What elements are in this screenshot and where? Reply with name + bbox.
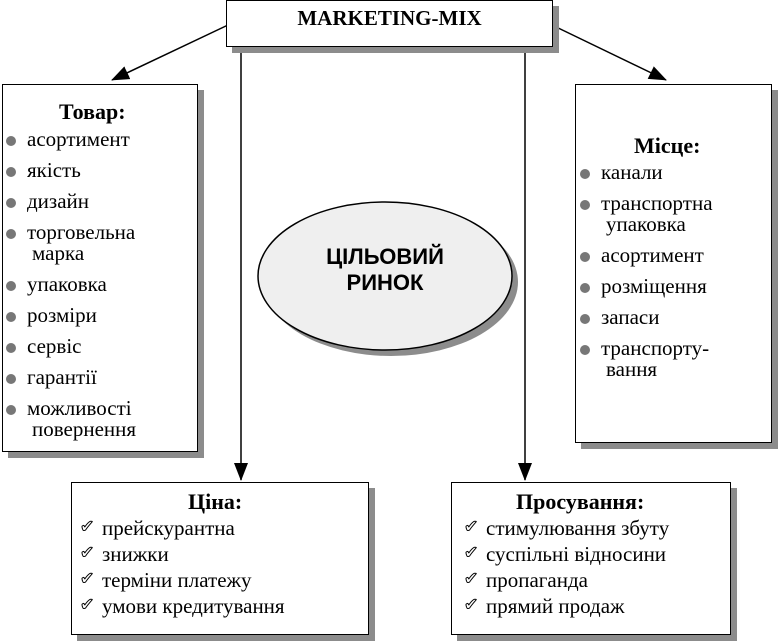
product-item: гарантії (6, 365, 136, 389)
price-item: ✔ умови кредитування (79, 593, 285, 619)
product-item-label: дизайн (27, 189, 90, 213)
price-item-label: умови кредитування (102, 594, 285, 618)
product-item-continuation: марка (32, 241, 85, 265)
place-title: Місце: (634, 133, 701, 158)
check-bullet-icon: ✔ (79, 595, 95, 615)
dot-bullet-icon (580, 345, 590, 355)
promotion-list: ✔стимулювання збуту✔суспільні відносини✔… (463, 515, 670, 619)
dot-bullet-icon (6, 281, 16, 291)
promotion-item-label: пропаганда (486, 568, 588, 592)
price-item: ✔ терміни платежу (79, 567, 285, 593)
check-bullet-icon: ✔ (463, 595, 479, 615)
promotion-item-label: суспільні відносини (486, 542, 667, 566)
dot-bullet-icon (6, 136, 16, 146)
product-item-label: упаковка (27, 272, 107, 296)
place-item: асортимент (580, 243, 713, 267)
place-item-label: розміщення (601, 274, 707, 298)
place-item-continuation: вання (606, 357, 658, 381)
place-item-label: асортимент (601, 243, 704, 267)
target-market-line2: РИНОК (346, 270, 424, 295)
promotion-item: ✔ пропаганда (463, 567, 669, 593)
dot-bullet-icon (6, 229, 16, 239)
check-bullet-icon: ✔ (79, 569, 95, 589)
price-box: Ціна: ✔ прейскурантна ✔ знижки ✔ терміни плат… (71, 482, 369, 635)
product-item-label: сервіс (27, 334, 82, 358)
place-item: розміщення (580, 274, 713, 298)
product-item: якість (6, 158, 136, 182)
arrow-to-place (551, 24, 667, 81)
product-item: дизайн (6, 189, 136, 213)
promotion-item: ✔ суспільні відносини (463, 541, 669, 567)
promotion-item: ✔ прямий продаж (463, 593, 669, 619)
check-bullet-icon: ✔ (79, 543, 95, 563)
place-item-label: транспортна (601, 191, 713, 215)
promotion-box: Просування: ✔ стимулювання збуту ✔ суспільн… (451, 482, 731, 635)
promotion-item-label: стимулювання збуту (486, 516, 670, 540)
price-title: Ціна: (188, 489, 243, 514)
check-bullet-icon: ✔ (463, 569, 479, 589)
dot-bullet-icon (6, 167, 16, 177)
place-item: транспорту-вання (580, 336, 713, 381)
product-item: асортимент (6, 127, 136, 151)
price-item-label: знижки (102, 542, 169, 566)
product-item-label: можливості (27, 396, 132, 420)
product-item-label: якість (27, 158, 81, 182)
product-box: Товар: асортимент якість дизайн торговельна… (2, 84, 198, 452)
target-market-line1: ЦІЛЬОВИЙ (326, 244, 444, 269)
dot-bullet-icon (580, 169, 590, 179)
product-item-label: розміри (27, 303, 97, 327)
check-bullet-icon: ✔ (463, 543, 479, 563)
place-item: запаси (580, 305, 713, 329)
product-item: упаковка (6, 272, 136, 296)
product-item: розміри (6, 303, 136, 327)
dot-bullet-icon (6, 343, 16, 353)
product-item-label: гарантії (27, 365, 97, 389)
check-bullet-icon: ✔ (79, 517, 95, 537)
marketing-mix-title: MARKETING-MIX (297, 6, 482, 30)
product-item: сервіс (6, 334, 136, 358)
place-item-continuation: упаковка (606, 212, 686, 236)
price-item: ✔ знижки (79, 541, 285, 567)
dot-bullet-icon (6, 198, 16, 208)
product-item-label: асортимент (27, 127, 130, 151)
price-item-label: терміни платежу (102, 568, 252, 592)
dot-bullet-icon (580, 252, 590, 262)
place-item: канали (580, 160, 713, 184)
dot-bullet-icon (580, 283, 590, 293)
arrow-to-product (111, 24, 229, 81)
dot-bullet-icon (6, 374, 16, 384)
promotion-item: ✔ стимулювання збуту (463, 515, 670, 541)
price-item: ✔ прейскурантна (79, 515, 285, 541)
promotion-item-label: прямий продаж (486, 594, 625, 618)
dot-bullet-icon (6, 312, 16, 322)
price-list: ✔ прейскурантна ✔ знижки ✔ терміни платежу ✔ ум… (79, 515, 285, 619)
center-ellipse (257, 201, 513, 351)
dot-bullet-icon (580, 314, 590, 324)
product-item-continuation: повернення (32, 417, 137, 441)
marketing-mix-box: MARKETING-MIX (226, 0, 553, 47)
price-item-label: прейскурантна (102, 516, 235, 540)
check-bullet-icon: ✔ (463, 517, 479, 537)
place-item-label: транспорту- (601, 336, 710, 360)
place-item-label: запаси (601, 305, 660, 329)
place-item-label: канали (601, 160, 663, 184)
dot-bullet-icon (6, 405, 16, 415)
promotion-title: Просування: (516, 489, 645, 514)
target-market-label: ЦІЛЬОВИЙ РИНОК (258, 244, 512, 296)
product-item-label: торговельна (27, 220, 136, 244)
product-title: Товар: (59, 99, 126, 124)
dot-bullet-icon (580, 200, 590, 210)
